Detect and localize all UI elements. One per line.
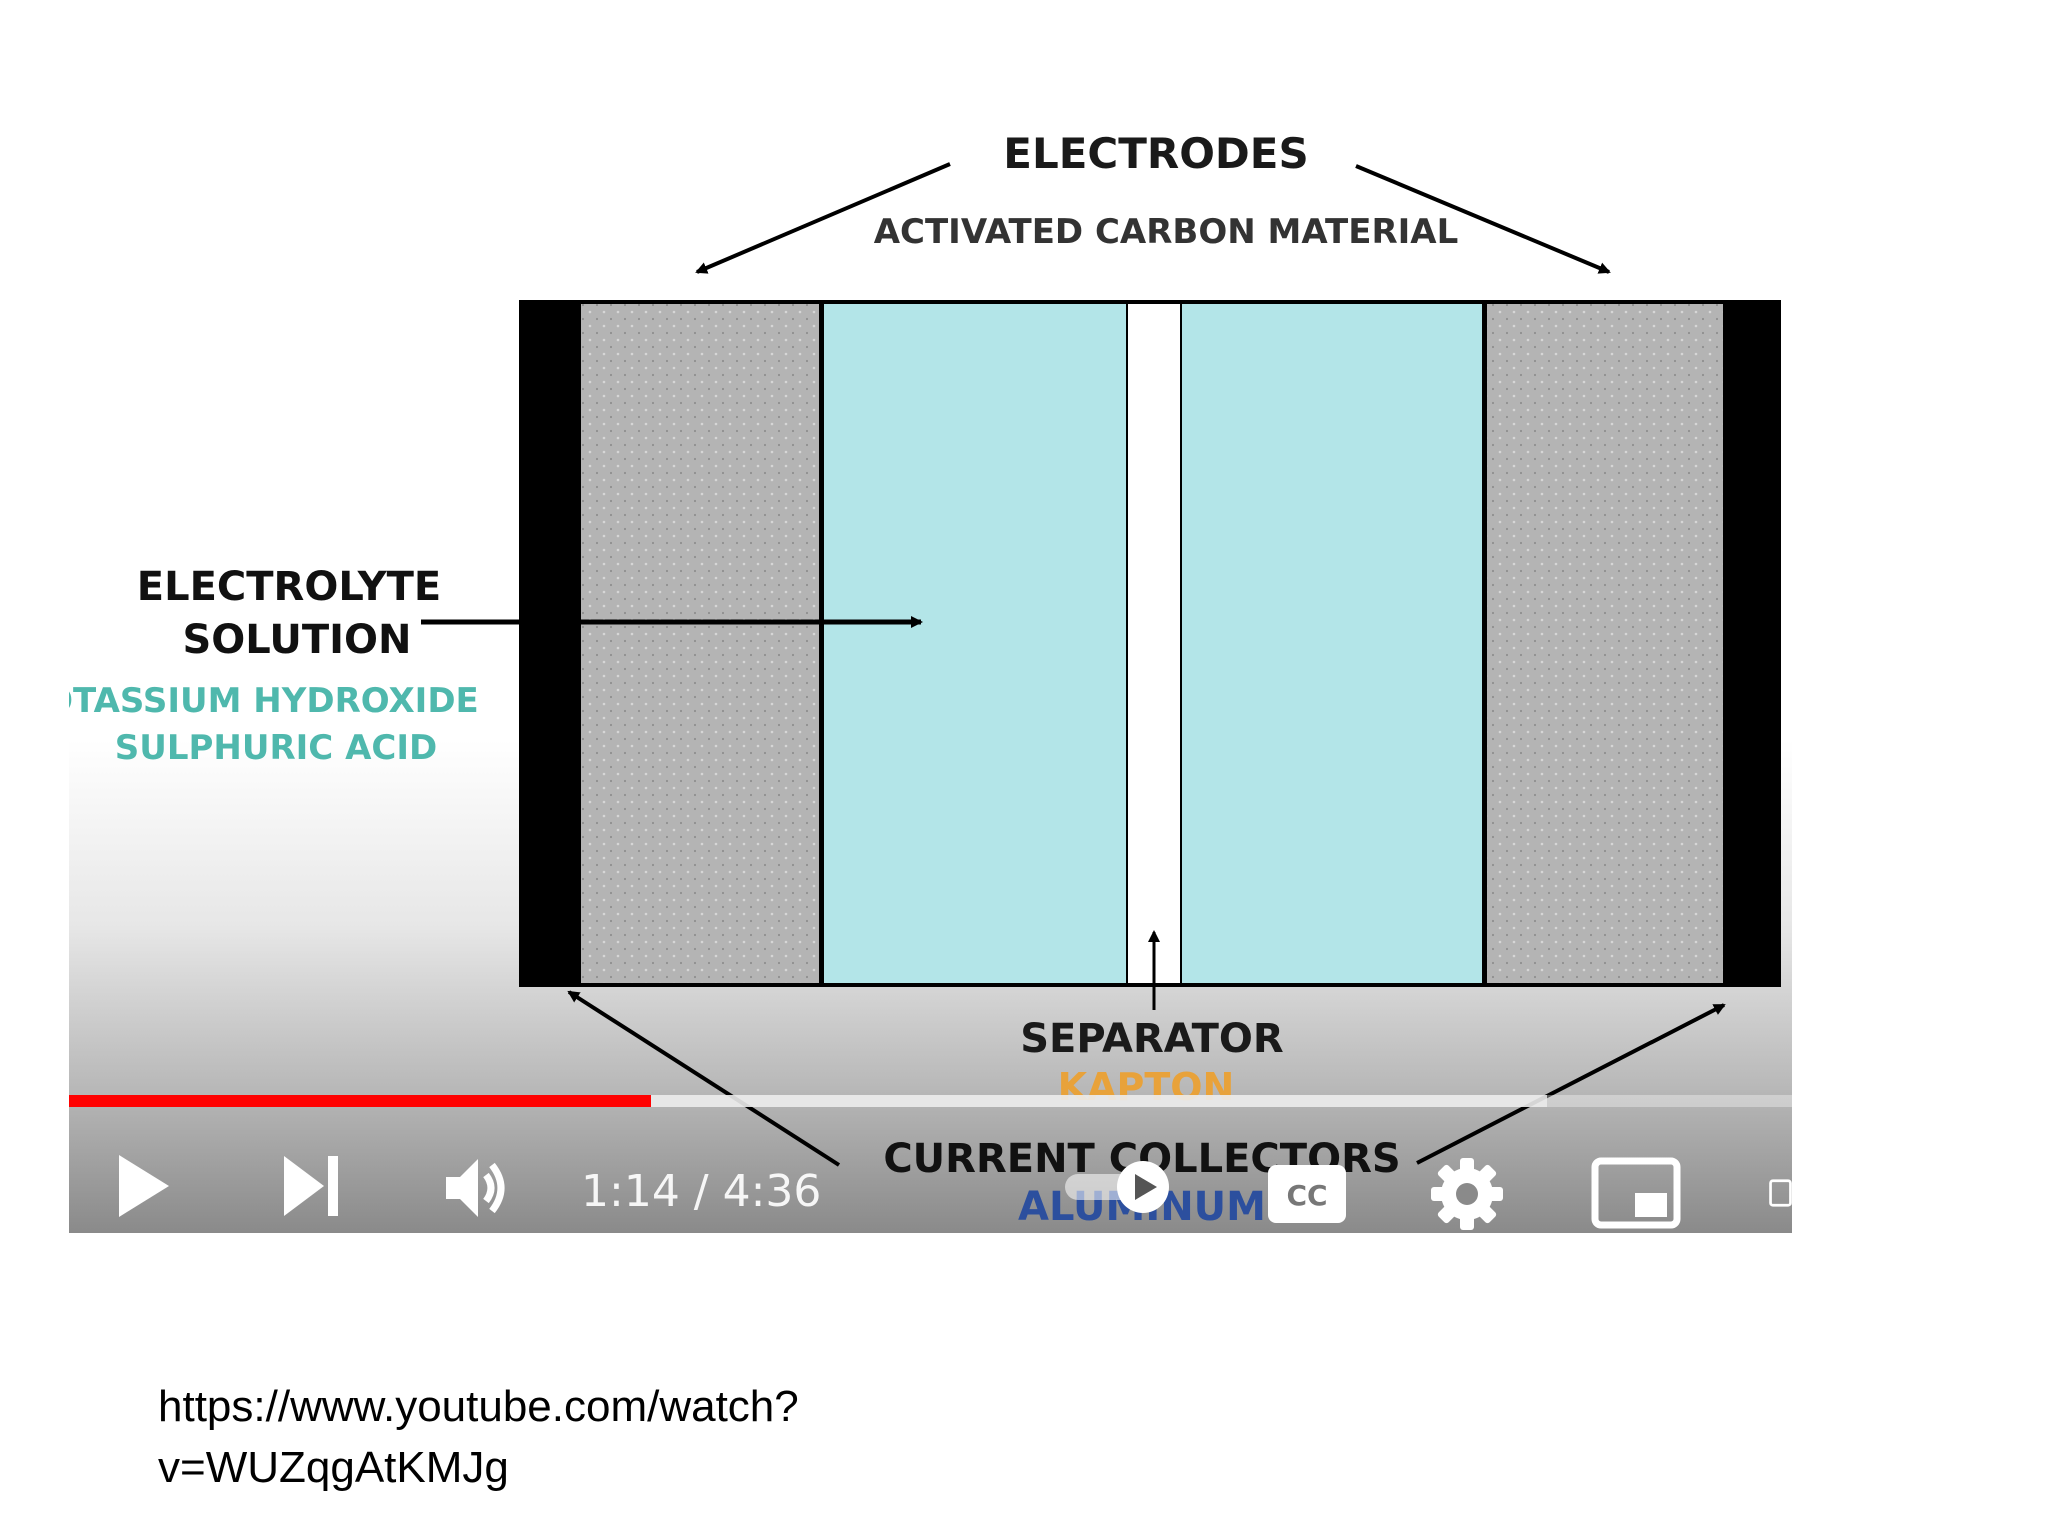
progress-bar[interactable] bbox=[69, 1095, 1792, 1107]
separator-label: SEPARATOR bbox=[1020, 1016, 1283, 1062]
electrodes-sublabel: ACTIVATED CARBON MATERIAL bbox=[874, 212, 1459, 252]
miniplayer-icon bbox=[1591, 1157, 1681, 1229]
theater-mode-icon bbox=[1769, 1179, 1792, 1207]
left-electrode bbox=[581, 304, 821, 983]
right-electrolyte bbox=[1182, 304, 1484, 983]
volume-icon bbox=[446, 1159, 505, 1217]
electrolyte-label-line1: ELECTROLYTE bbox=[137, 564, 441, 610]
captions-icon: CC bbox=[1268, 1165, 1346, 1223]
collectors-arrow-left bbox=[567, 990, 841, 1167]
captions-button[interactable]: CC bbox=[1264, 1162, 1350, 1226]
time-display: 1:14 / 4:36 bbox=[581, 1166, 822, 1217]
video-player[interactable]: ELECTRODES ACTIVATED CARBON MATERIAL ELE… bbox=[69, 0, 1792, 1233]
svg-text:CC: CC bbox=[1286, 1179, 1327, 1212]
player-controls: CC bbox=[69, 1110, 1792, 1233]
electrodes-arrow-right bbox=[1355, 164, 1611, 274]
video-url-link[interactable]: https://www.youtube.com/watch?v=WUZqgAtK… bbox=[158, 1382, 799, 1492]
play-icon bbox=[119, 1155, 169, 1217]
settings-button[interactable] bbox=[1427, 1154, 1507, 1233]
next-icon bbox=[284, 1156, 338, 1216]
progress-played bbox=[69, 1095, 652, 1107]
autoplay-toggle[interactable] bbox=[1061, 1160, 1181, 1214]
collectors-arrow-right bbox=[1416, 1003, 1726, 1165]
electrolyte-sublabel-line2: SULPHURIC ACID bbox=[115, 728, 438, 768]
settings-gear-icon bbox=[1431, 1158, 1503, 1230]
separator bbox=[1128, 304, 1180, 983]
electrolyte-label-line2: SOLUTION bbox=[182, 617, 411, 663]
electrodes-label: ELECTRODES bbox=[1003, 129, 1308, 178]
next-button[interactable] bbox=[275, 1150, 349, 1222]
left-electrolyte bbox=[824, 304, 1126, 983]
electrodes-arrow-left bbox=[695, 162, 951, 274]
right-electrode bbox=[1487, 304, 1723, 983]
miniplayer-button[interactable] bbox=[1589, 1156, 1683, 1230]
play-button[interactable] bbox=[109, 1146, 179, 1226]
electrolyte-sublabel-line1: POTASSIUM HYDROXIDE bbox=[69, 681, 479, 721]
theater-mode-button[interactable] bbox=[1769, 1156, 1792, 1230]
supercapacitor-diagram: ELECTRODES ACTIVATED CARBON MATERIAL ELE… bbox=[69, 129, 1781, 1230]
volume-button[interactable] bbox=[439, 1150, 515, 1226]
autoplay-toggle-icon bbox=[1065, 1161, 1169, 1213]
